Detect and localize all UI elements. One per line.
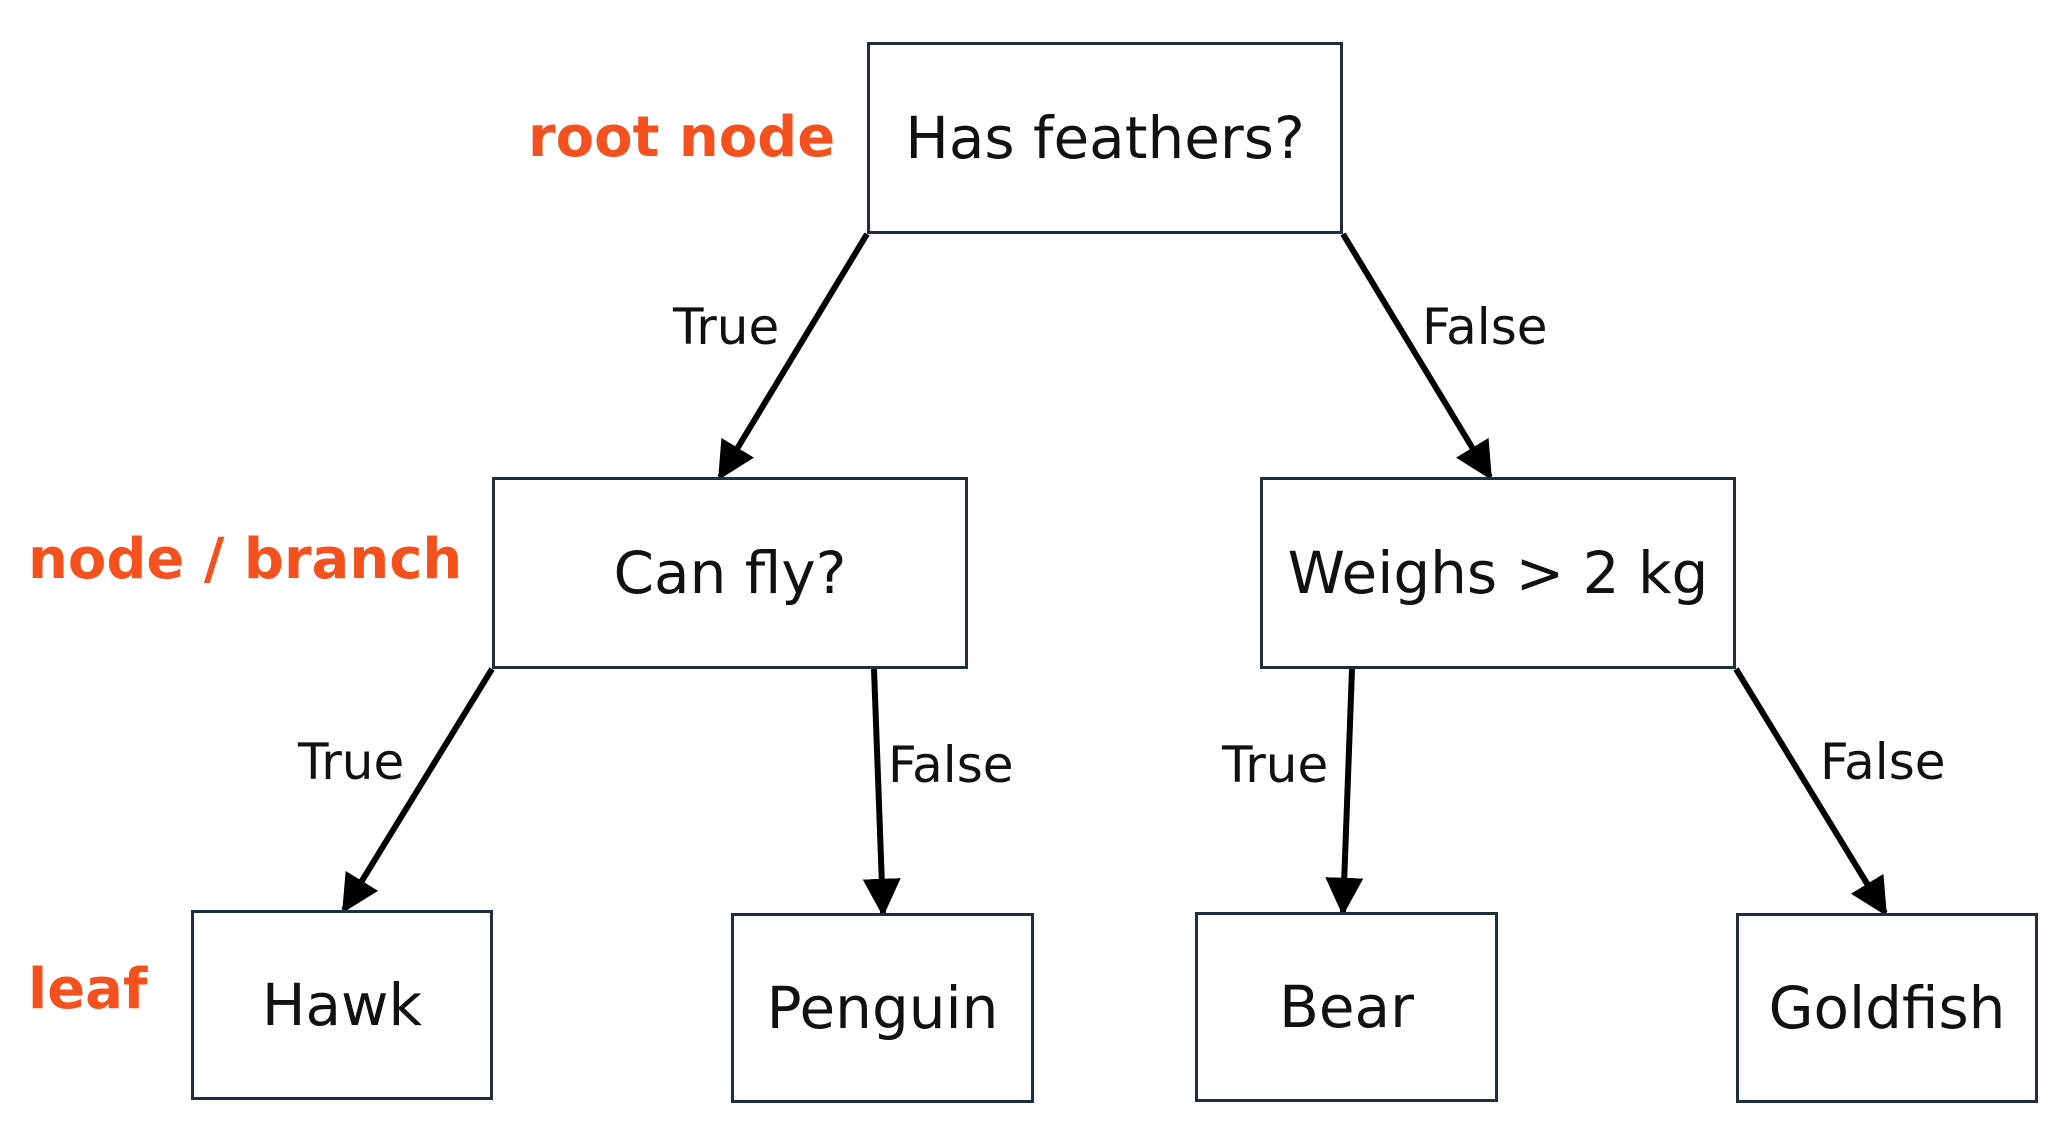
branch-node-weighs: Weighs > 2 kg <box>1260 477 1736 669</box>
root-node-level-label: root node <box>528 105 836 170</box>
node-text: Penguin <box>766 974 999 1042</box>
edge-arrow-can_fly-to-hawk <box>341 667 495 914</box>
edge-arrow-root-to-can_fly <box>717 232 870 481</box>
edge-label-root-false: False <box>1422 298 1548 356</box>
leaf-node-penguin: Penguin <box>731 913 1034 1103</box>
edge-label-canfly-false: False <box>888 736 1014 794</box>
edge-label-weighs-true: True <box>1222 736 1329 794</box>
branch-node-can-fly: Can fly? <box>492 477 968 669</box>
leaf-node-bear: Bear <box>1195 912 1498 1102</box>
node-text: Hawk <box>261 971 423 1039</box>
branch-level-label: node / branch <box>28 527 463 592</box>
leaf-level-label: leaf <box>28 957 148 1022</box>
node-text: Weighs > 2 kg <box>1287 539 1709 607</box>
node-text: Bear <box>1279 973 1414 1041</box>
edge-arrow-weighs-to-bear <box>1325 668 1364 916</box>
edge-arrow-can_fly-to-penguin <box>862 668 901 917</box>
node-text: Has feathers? <box>905 104 1305 172</box>
edge-arrow-root-to-weighs <box>1340 232 1493 481</box>
edge-label-weighs-false: False <box>1820 733 1946 791</box>
root-node-has-feathers: Has feathers? <box>867 42 1343 234</box>
node-text: Goldfish <box>1768 974 2006 1042</box>
edge-label-canfly-true: True <box>298 733 405 791</box>
leaf-node-hawk: Hawk <box>191 910 493 1100</box>
edge-label-root-true: True <box>673 298 780 356</box>
edge-arrow-weighs-to-goldfish <box>1733 667 1888 917</box>
node-text: Can fly? <box>613 539 847 607</box>
leaf-node-goldfish: Goldfish <box>1736 913 2038 1103</box>
